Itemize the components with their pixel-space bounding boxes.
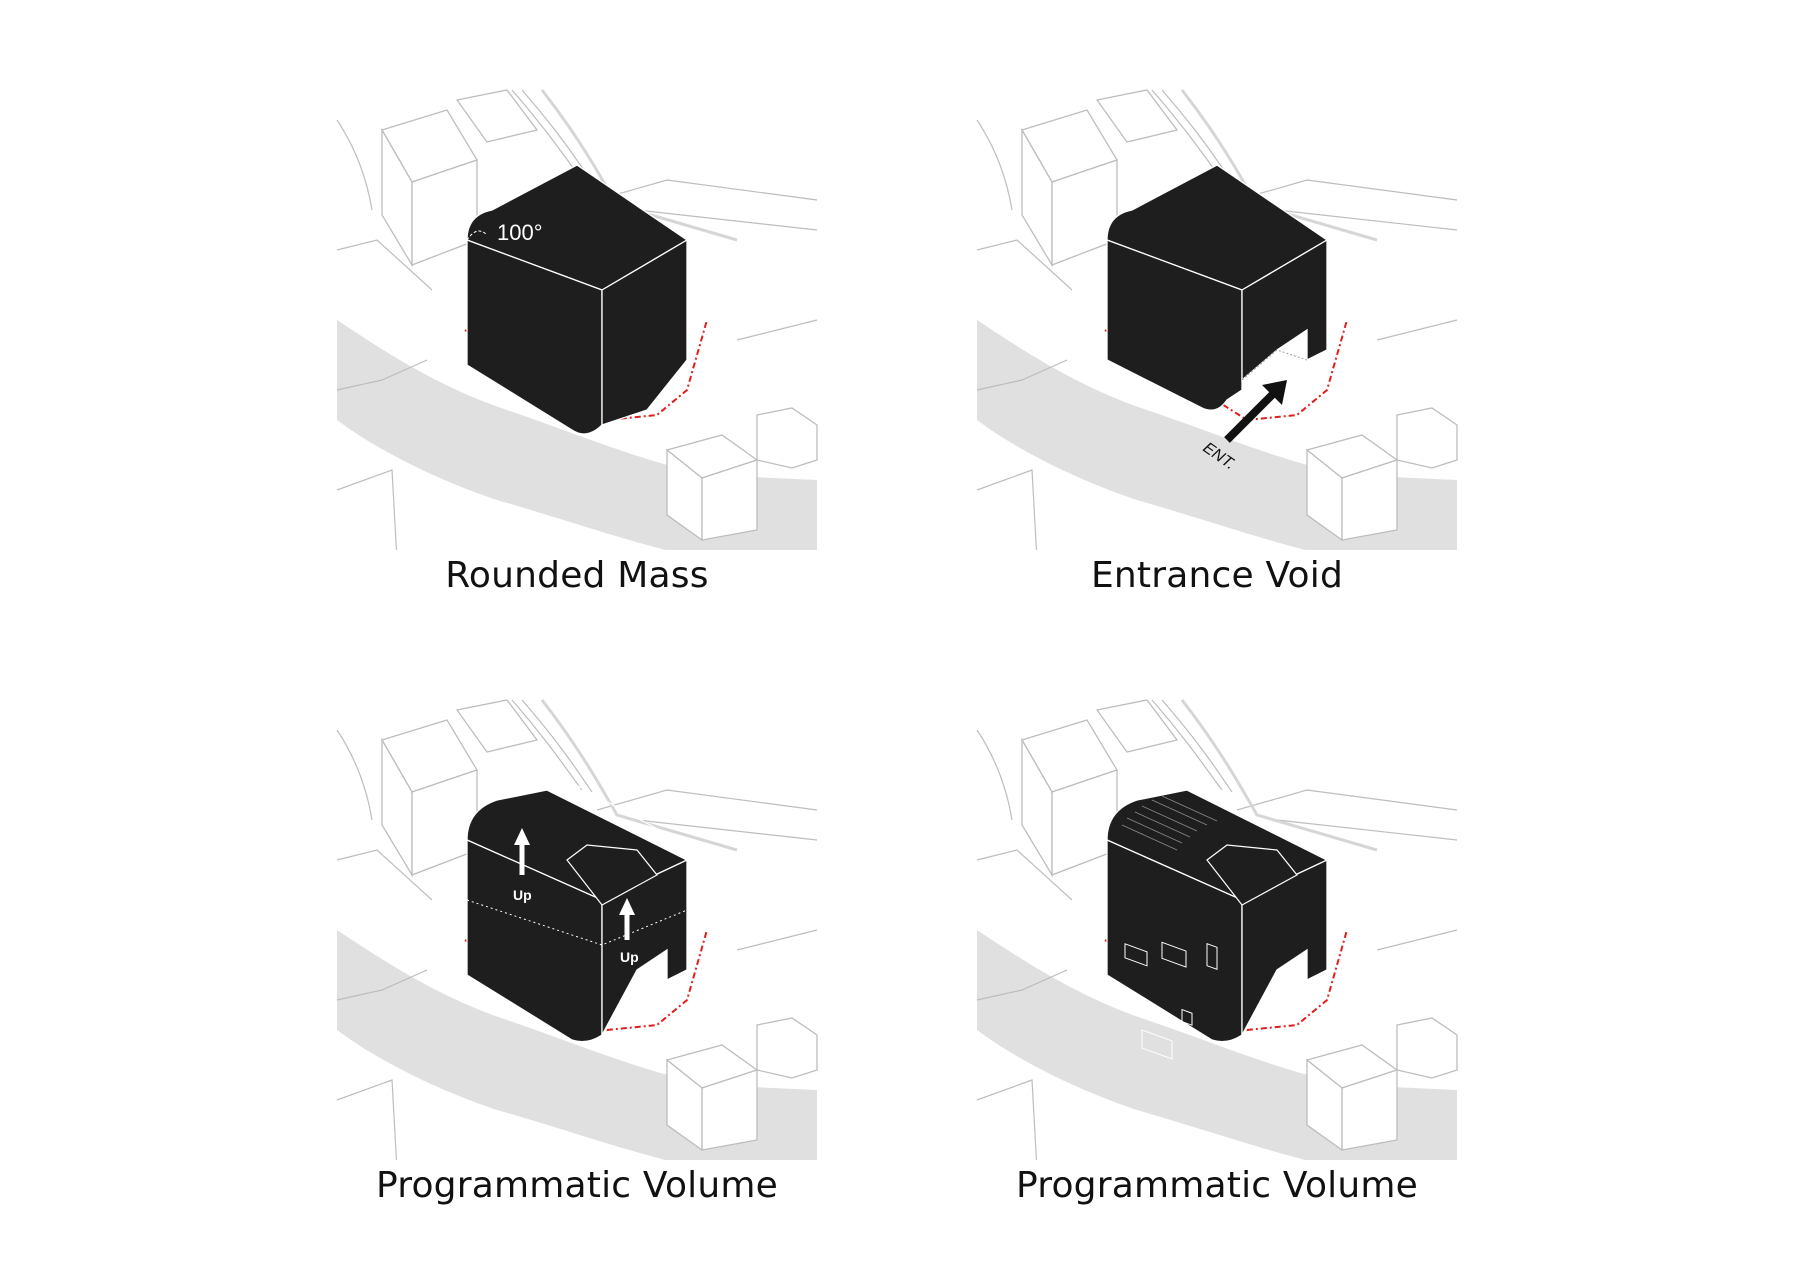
stepped-mass xyxy=(466,779,689,1043)
diagram-panel-entrance-void: ENT. Entrance Void xyxy=(937,80,1497,620)
diagram-panel-rounded-mass: 100° Rounded Mass xyxy=(297,80,857,620)
up-arrow-icon xyxy=(619,898,635,940)
axonometric-drawing xyxy=(975,690,1459,1160)
angle-label: 100° xyxy=(497,220,543,245)
panel-caption: Programmatic Volume xyxy=(375,1165,779,1206)
up-label: Up xyxy=(620,949,639,965)
textured-mass xyxy=(1106,690,1329,1060)
up-label: Up xyxy=(513,887,532,903)
diagram-panel-programmatic-volume-a: Up Up Programmatic Volume xyxy=(297,690,857,1230)
axonometric-drawing: ENT. xyxy=(975,88,1459,550)
panel-caption: Entrance Void xyxy=(1090,555,1344,596)
axonometric-drawing: 100° xyxy=(335,88,819,550)
mass-block xyxy=(466,164,689,435)
entrance-arrow-icon xyxy=(1224,380,1287,443)
panel-caption: Programmatic Volume xyxy=(1015,1165,1419,1206)
axonometric-drawing: Up Up xyxy=(335,698,819,1160)
mass-block xyxy=(1106,164,1329,411)
diagram-panel-programmatic-volume-b: Programmatic Volume xyxy=(937,690,1497,1230)
up-arrow-icon xyxy=(514,828,530,875)
panel-caption: Rounded Mass xyxy=(445,555,709,596)
